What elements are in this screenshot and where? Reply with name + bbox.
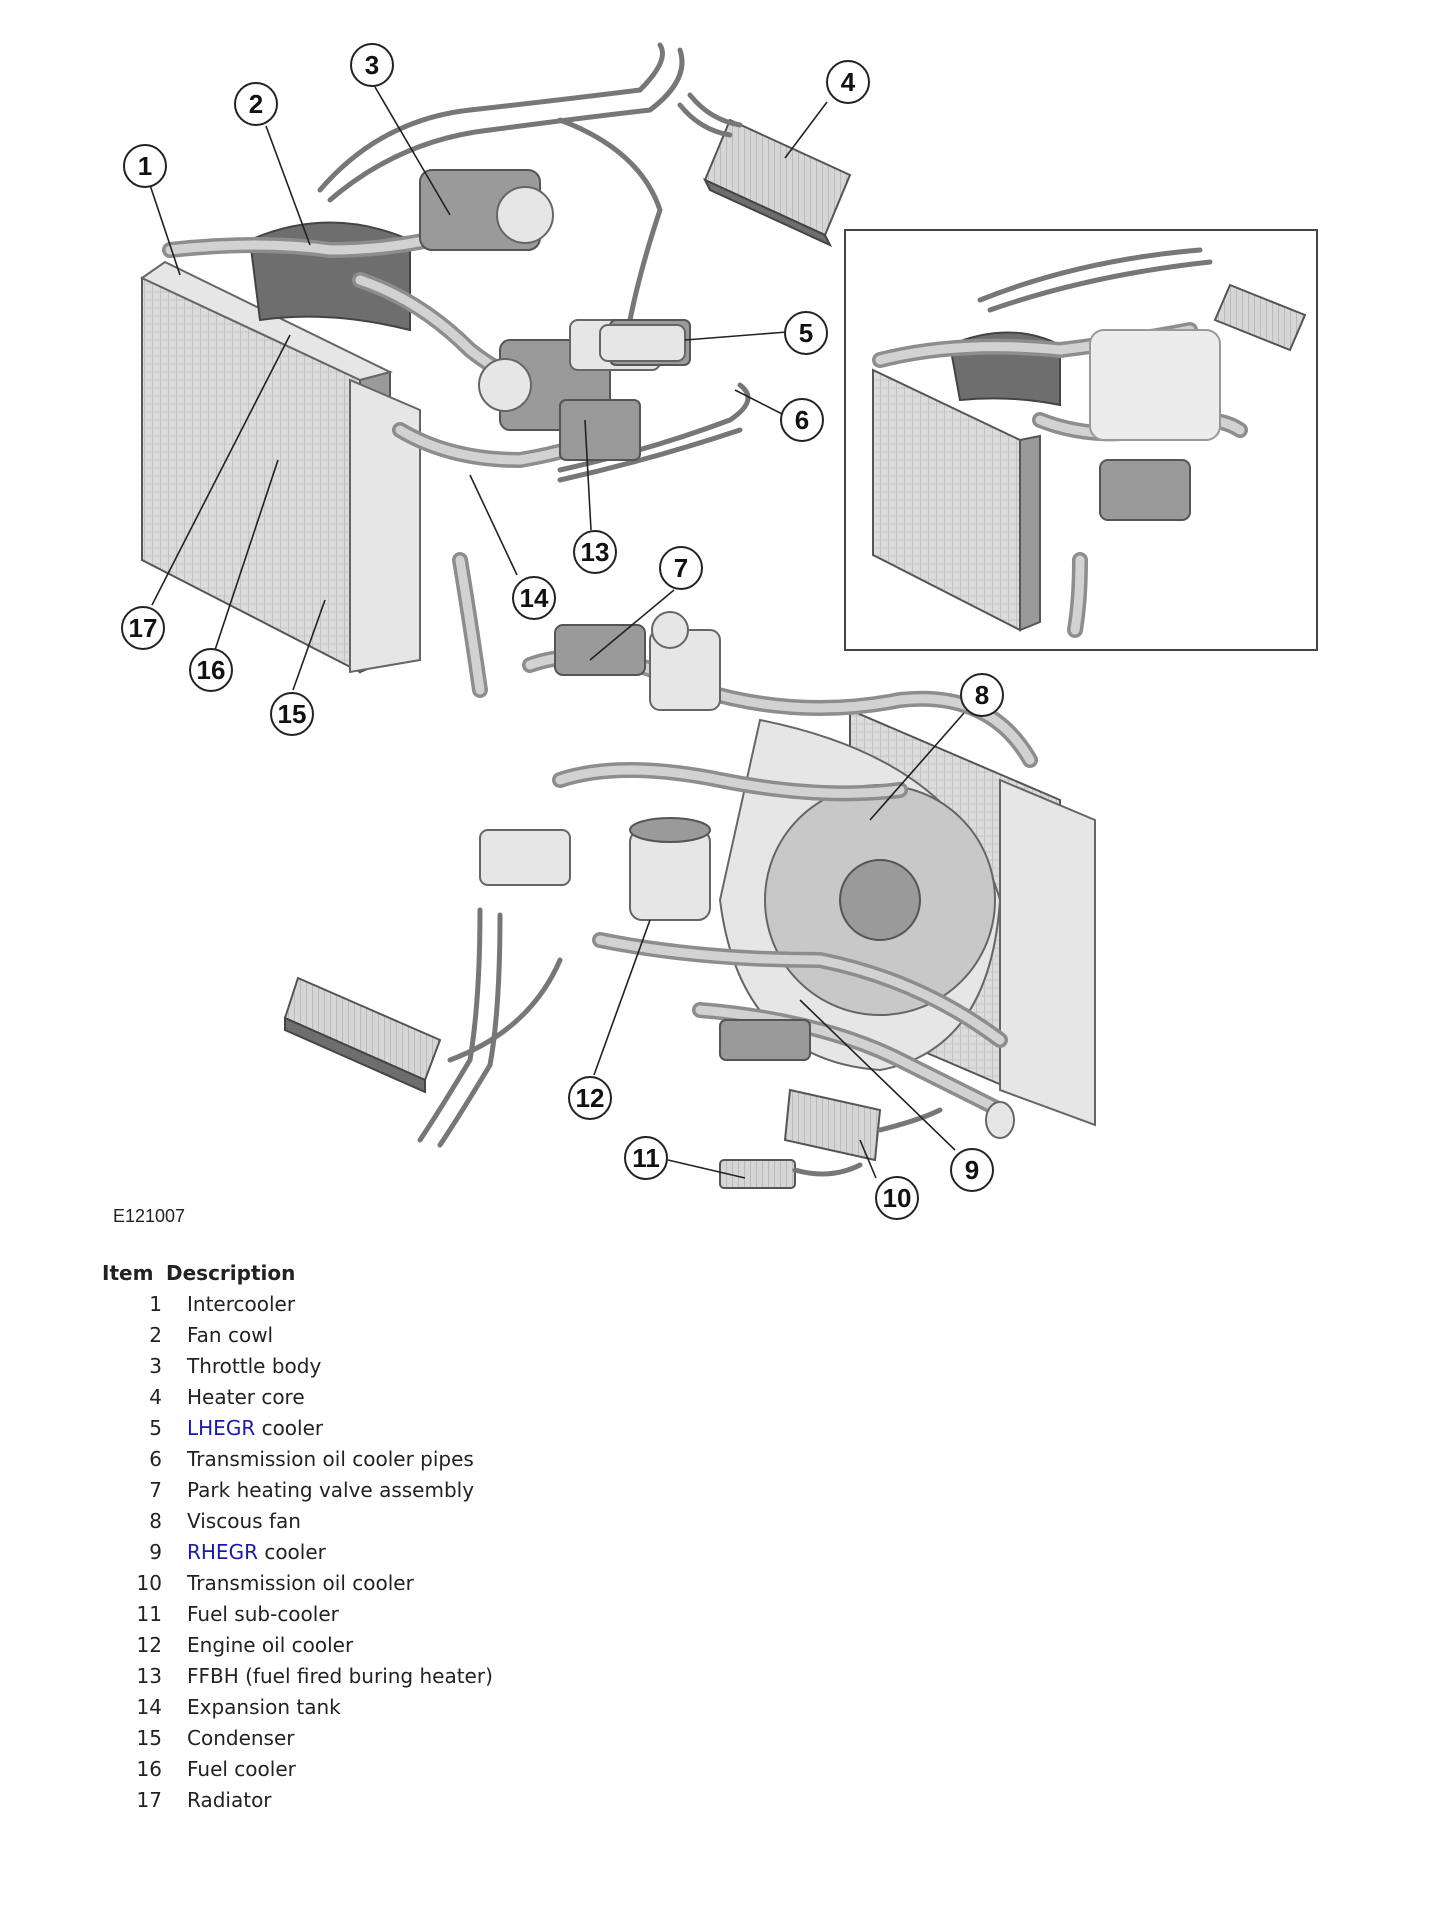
svg-text:14: 14 (520, 583, 549, 613)
callout-15: 15 (270, 692, 314, 736)
glossary-link[interactable]: RHEGR (187, 1540, 258, 1564)
callout-8: 8 (960, 673, 1004, 717)
inset-overview (844, 229, 1318, 651)
legend-item-description: FFBH (fuel fired buring heater) (187, 1664, 493, 1688)
legend-item-number: 3 (149, 1354, 162, 1378)
callout-7: 7 (659, 546, 703, 590)
legend-item-number: 7 (149, 1478, 162, 1502)
svg-text:15: 15 (278, 699, 307, 729)
legend-item-number: 1 (149, 1292, 162, 1316)
legend-item-number: 15 (136, 1726, 162, 1750)
legend-row: 6 Transmission oil cooler pipes (102, 1444, 493, 1475)
legend-item-description: Transmission oil cooler pipes (187, 1447, 474, 1471)
callout-16: 16 (189, 648, 233, 692)
svg-text:13: 13 (581, 537, 610, 567)
callout-6: 6 (780, 398, 824, 442)
legend-item-number: 16 (136, 1757, 162, 1781)
callout-14: 14 (512, 576, 556, 620)
legend-row: 9 RHEGR cooler (102, 1537, 493, 1568)
callout-2: 2 (234, 82, 278, 126)
legend-item-description: Intercooler (187, 1292, 296, 1316)
glossary-link[interactable]: LHEGR (187, 1416, 256, 1440)
legend-row: 12 Engine oil cooler (102, 1630, 493, 1661)
svg-text:4: 4 (841, 67, 856, 97)
svg-text:16: 16 (197, 655, 226, 685)
callout-9: 9 (950, 1148, 994, 1192)
callout-4: 4 (826, 60, 870, 104)
legend-item-description: Fan cowl (187, 1323, 274, 1347)
legend-item-number: 17 (136, 1788, 162, 1812)
legend-item-description: Fuel cooler (187, 1757, 296, 1781)
legend-row: 7 Park heating valve assembly (102, 1475, 493, 1506)
legend-item-number: 10 (136, 1571, 162, 1595)
heater-core-part (677, 92, 852, 248)
legend-row: 4 Heater core (102, 1382, 493, 1413)
legend-item-number: 14 (136, 1695, 162, 1719)
legend-header-description: Description (166, 1261, 296, 1285)
legend-item-number: 13 (136, 1664, 162, 1688)
svg-text:10: 10 (883, 1183, 912, 1213)
legend-row: 13 FFBH (fuel fired buring heater) (102, 1661, 493, 1692)
legend-item-description: Throttle body (187, 1354, 322, 1378)
legend-item-number: 9 (149, 1540, 162, 1564)
legend-item-description: RHEGR cooler (187, 1540, 326, 1564)
legend-row: 15 Condenser (102, 1723, 493, 1754)
legend-item-description: Transmission oil cooler (187, 1571, 414, 1595)
svg-text:1: 1 (138, 151, 152, 181)
legend-item-description: Park heating valve assembly (187, 1478, 475, 1502)
legend-item-description: Expansion tank (187, 1695, 341, 1719)
legend-item-number: 2 (149, 1323, 162, 1347)
svg-text:6: 6 (795, 405, 809, 435)
svg-text:2: 2 (249, 89, 263, 119)
legend-item-description: Condenser (187, 1726, 295, 1750)
callout-11: 11 (624, 1136, 668, 1180)
legend-row: 11 Fuel sub-cooler (102, 1599, 493, 1630)
svg-text:3: 3 (365, 50, 379, 80)
legend-header: Item Description (102, 1258, 493, 1289)
legend-row: 3 Throttle body (102, 1351, 493, 1382)
legend-item-number: 6 (149, 1447, 162, 1471)
legend-item-number: 12 (136, 1633, 162, 1657)
legend-item-description: Fuel sub-cooler (187, 1602, 339, 1626)
svg-text:12: 12 (576, 1083, 605, 1113)
legend-item-description: Radiator (187, 1788, 272, 1812)
callout-3: 3 (350, 43, 394, 87)
legend-item-description: LHEGR cooler (187, 1416, 324, 1440)
lower-cooling-module (283, 611, 1096, 1189)
callout-5: 5 (784, 311, 828, 355)
svg-text:7: 7 (674, 553, 688, 583)
callout-13: 13 (573, 530, 617, 574)
legend-item-description: Viscous fan (187, 1509, 301, 1533)
legend-row: 8 Viscous fan (102, 1506, 493, 1537)
legend-item-description: Engine oil cooler (187, 1633, 354, 1657)
svg-text:8: 8 (975, 680, 989, 710)
legend-item-number: 5 (149, 1416, 162, 1440)
svg-text:9: 9 (965, 1155, 979, 1185)
legend-rows: 1 Intercooler 2 Fan cowl 3 Throttle body 4 Heat… (102, 1289, 493, 1816)
svg-text:5: 5 (799, 318, 813, 348)
legend-row: 17 Radiator (102, 1785, 493, 1816)
svg-text:11: 11 (632, 1143, 660, 1173)
legend-row: 5 LHEGR cooler (102, 1413, 493, 1444)
legend-row: 14 Expansion tank (102, 1692, 493, 1723)
legend-header-item: Item (102, 1261, 154, 1285)
svg-text:17: 17 (129, 613, 158, 643)
upper-cooling-module (140, 42, 751, 698)
legend-row: 2 Fan cowl (102, 1320, 493, 1351)
callout-17: 17 (121, 606, 165, 650)
legend-row: 10 Transmission oil cooler (102, 1568, 493, 1599)
legend-item-number: 11 (136, 1602, 162, 1626)
legend-item-number: 8 (149, 1509, 162, 1533)
callout-10: 10 (875, 1176, 919, 1220)
legend-item-number: 4 (149, 1385, 162, 1409)
cooling-system-illustration: 1 2 3 4 5 6 7 8 9 10 11 12 (121, 42, 1318, 1220)
figure-reference-id: E121007 (113, 1206, 186, 1226)
legend-row: 16 Fuel cooler (102, 1754, 493, 1785)
legend-row: 1 Intercooler (102, 1289, 493, 1320)
callout-12: 12 (568, 1076, 612, 1120)
callout-1: 1 (123, 144, 167, 188)
leader-lines (149, 86, 965, 1179)
legend-item-description: Heater core (187, 1385, 305, 1409)
